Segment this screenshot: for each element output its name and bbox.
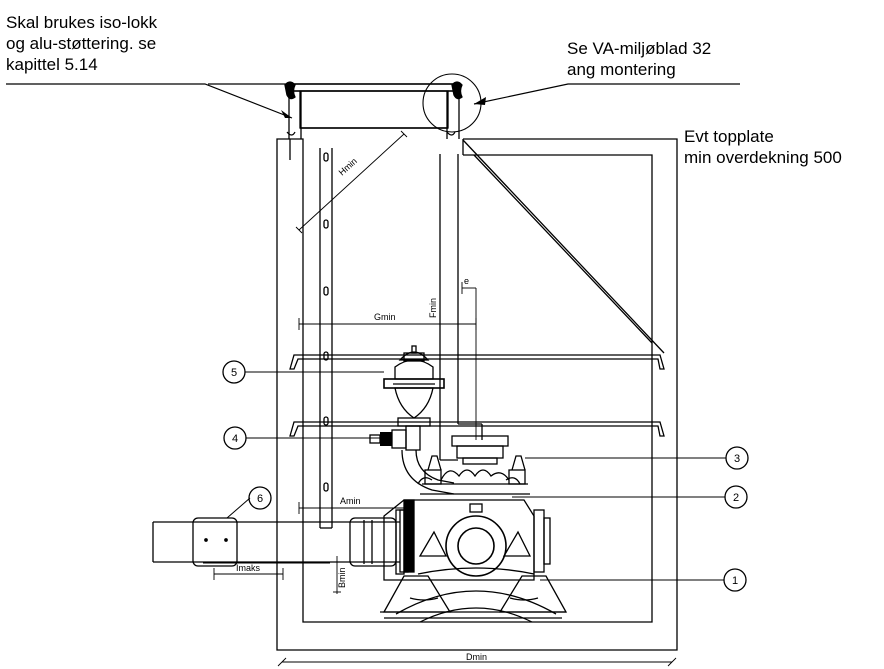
platforms	[289, 354, 665, 437]
small-valve	[369, 425, 455, 495]
dimension-lines	[203, 130, 677, 667]
dim-gmin: Gmin	[374, 312, 396, 322]
dim-e: e	[464, 276, 469, 286]
lid-note-line-1: Skal brukes iso-lokk	[6, 13, 158, 32]
dim-imaks: Imaks	[236, 563, 261, 573]
top-plate-note-line-1: Evt topplate	[684, 127, 774, 146]
diagonal-strut	[462, 139, 665, 354]
lid-note-line-3: kapittel 5.14	[6, 55, 98, 74]
mounting-note: Se VA-miljøblad 32 ang montering	[567, 38, 711, 80]
pump-assembly	[380, 499, 568, 623]
check-valves	[417, 435, 530, 495]
dim-amin: Amin	[340, 496, 361, 506]
callout-4: 4	[223, 426, 247, 450]
callout-5-label: 5	[231, 367, 237, 379]
callout-5: 5	[222, 360, 246, 384]
riser-and-lid	[284, 73, 482, 139]
lid-note-line-2: og alu-støttering. se	[6, 34, 157, 53]
callout-1-label: 1	[732, 575, 738, 587]
dim-bmin: Bmin	[337, 567, 347, 588]
callout-2-label: 2	[733, 492, 739, 504]
callout-6: 6	[248, 486, 272, 510]
top-plate-note-line-2: min overdekning 500	[684, 148, 842, 167]
callout-leaders	[226, 371, 726, 581]
air-valve	[383, 345, 445, 427]
callout-4-label: 4	[232, 433, 238, 445]
mounting-note-line-1: Se VA-miljøblad 32	[567, 39, 712, 58]
inlet-pipe	[152, 509, 405, 575]
dim-fmin: Fmin	[428, 298, 438, 318]
mounting-note-line-2: ang montering	[567, 60, 676, 79]
callout-2: 2	[724, 485, 748, 509]
lid-note: Skal brukes iso-lokk og alu-støttering. …	[6, 12, 157, 75]
callout-3-label: 3	[734, 453, 740, 465]
dim-dmin: Dmin	[466, 652, 487, 662]
callout-6-label: 6	[257, 493, 263, 505]
note-leaders	[6, 83, 740, 119]
callout-3: 3	[725, 446, 749, 470]
dim-hmin: Hmin	[337, 156, 359, 177]
callout-1: 1	[723, 568, 747, 592]
top-plate-note: Evt topplate min overdekning 500	[684, 126, 842, 168]
